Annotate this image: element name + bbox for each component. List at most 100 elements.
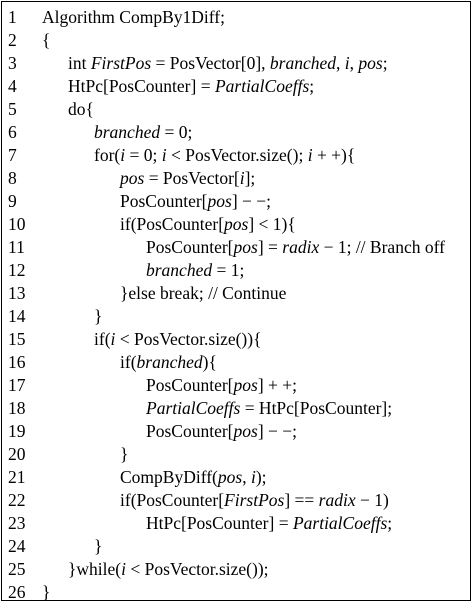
code-text: branched = 1; <box>146 259 244 282</box>
line-number: 2 <box>8 30 17 50</box>
code-text: CompByDiff(pos, i); <box>120 466 267 489</box>
code-token: PosCounter[ <box>146 237 234 257</box>
code-identifier: pos <box>233 237 258 257</box>
code-line: 23 HtPc[PosCounter] = PartialCoeffs; <box>2 512 470 535</box>
code-token: } <box>120 444 129 464</box>
code-text: PosCounter[pos] − −; <box>120 190 271 213</box>
code-token: < PosVector.size()); <box>125 559 269 579</box>
code-token: if( <box>94 329 111 349</box>
code-token: , <box>242 467 251 487</box>
code-identifier: i <box>161 145 167 165</box>
code-text: if(i < PosVector.size()){ <box>94 328 262 351</box>
code-token: < PosVector.size()){ <box>115 329 262 349</box>
code-token: ] == <box>284 490 319 510</box>
code-identifier: branched <box>136 352 203 372</box>
code-token: , <box>336 53 345 73</box>
code-token: + +){ <box>312 145 356 165</box>
code-identifier: FirstPos <box>224 490 285 510</box>
line-number: 22 <box>8 490 26 510</box>
code-text: PosCounter[pos] − −; <box>146 420 297 443</box>
code-token: ] = <box>257 237 283 257</box>
line-number: 12 <box>8 260 26 280</box>
line-number: 13 <box>8 283 26 303</box>
code-identifier: PartialCoeffs <box>146 398 241 418</box>
line-number: 1 <box>8 7 17 27</box>
line-number: 5 <box>8 99 17 119</box>
code-token: { <box>42 30 51 50</box>
line-number: 14 <box>8 306 26 326</box>
code-identifier: i <box>110 329 116 349</box>
code-identifier: pos <box>120 168 145 188</box>
code-line: 15 if(i < PosVector.size()){ <box>2 328 470 351</box>
line-number: 11 <box>8 237 25 257</box>
code-token: − 1) <box>355 490 389 510</box>
code-identifier: i <box>344 53 350 73</box>
code-line: 22 if(PosCounter[FirstPos] == radix − 1) <box>2 489 470 512</box>
code-identifier: i <box>307 145 313 165</box>
code-token: PosCounter[ <box>120 191 208 211</box>
code-token: = PosVector[ <box>144 168 240 188</box>
line-number: 24 <box>8 536 26 556</box>
code-identifier: i <box>120 145 126 165</box>
code-token: HtPc[PosCounter] = <box>146 513 293 533</box>
code-token: PosCounter[ <box>146 375 234 395</box>
code-token: = 0; <box>160 122 193 142</box>
code-token: } <box>94 306 103 326</box>
code-token: , <box>349 53 359 73</box>
code-text: PartialCoeffs = HtPc[PosCounter]; <box>146 397 392 420</box>
line-number: 3 <box>8 53 17 73</box>
code-identifier: pos <box>217 467 243 487</box>
code-token: = HtPc[PosCounter]; <box>240 398 393 418</box>
code-token: ] − −; <box>257 421 297 441</box>
code-identifier: PartialCoeffs <box>214 76 310 96</box>
code-token: } <box>42 582 51 602</box>
code-line: 25 }while(i < PosVector.size()); <box>2 558 470 581</box>
line-number: 4 <box>8 76 17 96</box>
code-line: 26} <box>2 581 470 604</box>
line-number: 10 <box>8 214 26 234</box>
code-token: = PosVector[0], <box>151 53 270 73</box>
line-number: 25 <box>8 559 26 579</box>
code-token: int <box>68 53 91 73</box>
code-line: 13 }else break; // Continue <box>2 282 470 305</box>
code-line: 4 HtPc[PosCounter] = PartialCoeffs; <box>2 75 470 98</box>
code-line: 19 PosCounter[pos] − −; <box>2 420 470 443</box>
code-token: HtPc[PosCounter] = <box>68 76 215 96</box>
code-line: 10 if(PosCounter[pos] < 1){ <box>2 213 470 236</box>
code-text: if(PosCounter[pos] < 1){ <box>120 213 296 236</box>
line-number: 23 <box>8 513 26 533</box>
code-identifier: pos <box>207 191 232 211</box>
code-token: ; <box>309 76 315 96</box>
code-identifier: radix <box>318 490 356 510</box>
code-text: if(branched){ <box>120 351 217 374</box>
code-text: HtPc[PosCounter] = PartialCoeffs; <box>146 512 392 535</box>
code-identifier: i <box>250 467 256 487</box>
code-text: }else break; // Continue <box>120 282 286 305</box>
line-number: 26 <box>8 582 26 602</box>
code-token: ); <box>255 467 267 487</box>
line-number: 20 <box>8 444 26 464</box>
line-number: 19 <box>8 421 26 441</box>
code-token: − 1; // Branch off <box>319 237 445 257</box>
code-token: CompByDiff( <box>120 467 218 487</box>
code-text: HtPc[PosCounter] = PartialCoeffs; <box>68 75 314 98</box>
code-identifier: pos <box>233 421 258 441</box>
code-text: pos = PosVector[i]; <box>120 167 255 190</box>
line-number: 17 <box>8 375 26 395</box>
code-identifier: branched <box>269 53 337 73</box>
code-text: if(PosCounter[FirstPos] == radix − 1) <box>120 489 389 512</box>
code-text: }while(i < PosVector.size()); <box>68 558 269 581</box>
line-number: 15 <box>8 329 26 349</box>
code-token: if(PosCounter[ <box>120 214 225 234</box>
